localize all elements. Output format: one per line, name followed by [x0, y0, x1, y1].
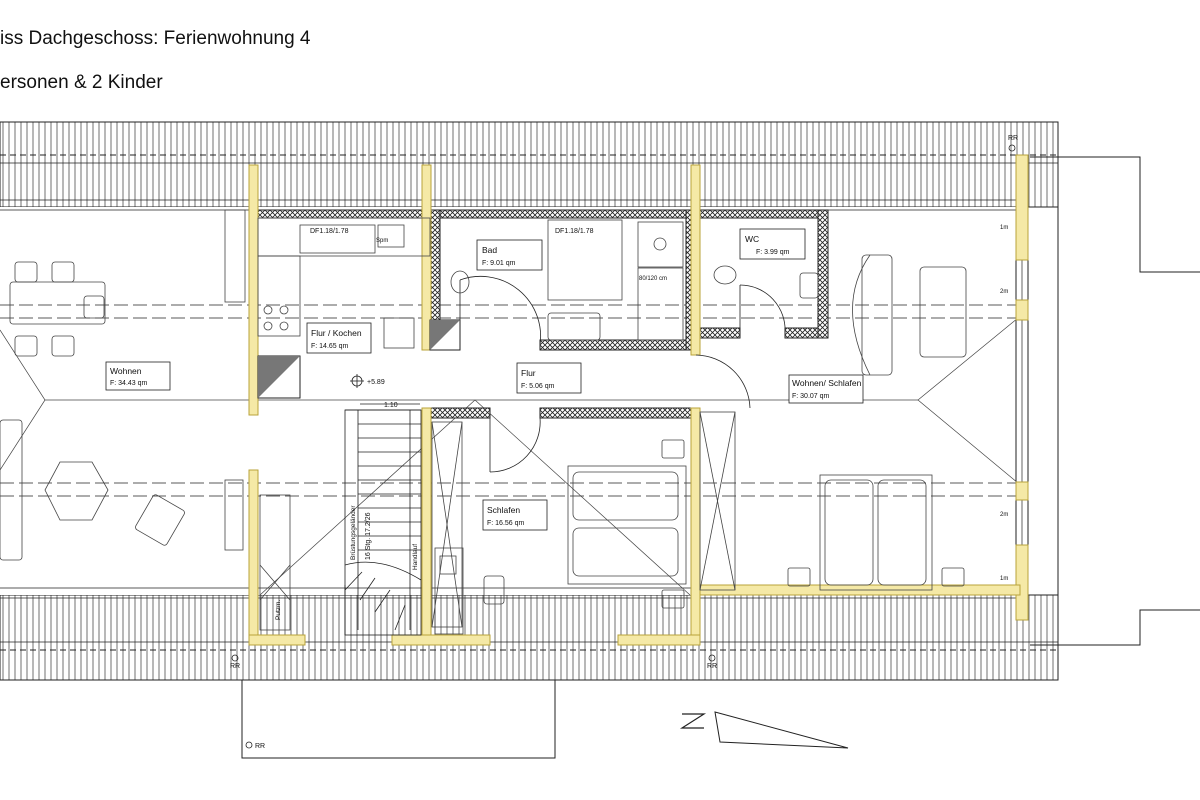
room-name: Wohnen [110, 366, 142, 376]
kitchen-fixtures [224, 209, 431, 349]
room-name: Flur / Kochen [311, 328, 362, 338]
cleaning-closet-label: Putzm. [275, 600, 282, 620]
room-name: Schlafen [487, 505, 520, 515]
height-mark-2m-top: 2m [1000, 289, 1008, 295]
stair-steps-label: 16 Stg. 17.2/26 [365, 512, 372, 560]
railing-label: Brüstungsgeländer [350, 505, 357, 560]
skylight-label-kitchen: DF1.18/1.78 [310, 228, 349, 235]
level-marker: +5.89 [350, 374, 385, 388]
room-area: F: 34.43 qm [110, 380, 148, 387]
furniture-wohnen-schlafen [699, 254, 967, 591]
room-name: Bad [482, 245, 497, 255]
room-name: WC [745, 234, 759, 244]
level-label: +5.89 [367, 379, 385, 386]
room-label-flur: Flur F: 5.06 qm [516, 362, 582, 394]
chimney-shafts [257, 319, 461, 399]
plan-title: iss Dachgeschoss: Ferienwohnung 4 [0, 28, 311, 49]
room-label-wohnen: Wohnen F: 34.43 qm [105, 361, 171, 391]
roof-outline [0, 121, 1059, 681]
room-name: Wohnen/ Schlafen [792, 378, 862, 388]
bathroom-fixtures [450, 219, 819, 341]
height-mark-1m-bottom: 1m [1000, 576, 1008, 582]
roof-ridge-lines [0, 317, 1019, 596]
shower-size-label: 80/120 cm [639, 276, 667, 282]
handrail-label: Handlauf [412, 544, 419, 570]
room-label-schlafen: Schlafen F: 16.56 qm [482, 499, 548, 531]
downpipe-marker-left: RR [230, 654, 240, 670]
doors [459, 275, 786, 473]
height-mark-2m-bottom: 2m [1000, 512, 1008, 518]
timber-structure [248, 164, 1021, 646]
staircase [344, 403, 422, 636]
room-label-bad: Bad F: 9.01 qm [476, 239, 543, 271]
height-mark-1m-top: 1m [1000, 225, 1008, 231]
room-label-wohnen-schlafen: Wohnen/ Schlafen F: 30.07 qm [788, 374, 864, 404]
neighbour-outline [1030, 156, 1200, 646]
rr-label: RR [255, 743, 265, 750]
room-area: F: 3.99 qm [756, 249, 790, 256]
plan-subtitle: ersonen & 2 Kinder [0, 72, 163, 93]
room-name: Flur [521, 368, 536, 378]
room-label-wc: WC F: 3.99 qm [739, 228, 806, 260]
room-area: F: 14.65 qm [311, 343, 349, 350]
exterior-wall-right [1015, 154, 1029, 621]
room-area: F: 16.56 qm [487, 520, 525, 527]
annex-outline [241, 680, 556, 759]
skylight-label-bath: DF1.18/1.78 [555, 228, 594, 235]
north-arrow [679, 711, 849, 749]
furniture-schlafen [431, 421, 687, 635]
room-label-flur-kochen: Flur / Kochen F: 14.65 qm [306, 322, 372, 354]
rr-label: RR [707, 663, 717, 670]
room-area: F: 5.06 qm [521, 383, 555, 390]
downpipe-marker-top-right: RR [1008, 135, 1018, 152]
furniture-wohnen [0, 261, 291, 631]
rr-label: RR [1008, 135, 1018, 142]
downpipe-marker-mid: RR [707, 654, 717, 670]
room-area: F: 9.01 qm [482, 260, 516, 267]
room-area: F: 30.07 qm [792, 393, 830, 400]
stair-width-label: 1.10 [384, 402, 398, 409]
rr-label: RR [230, 663, 240, 670]
dishwasher-label: Spm [376, 238, 388, 244]
downpipe-marker-annex: RR [245, 741, 265, 750]
